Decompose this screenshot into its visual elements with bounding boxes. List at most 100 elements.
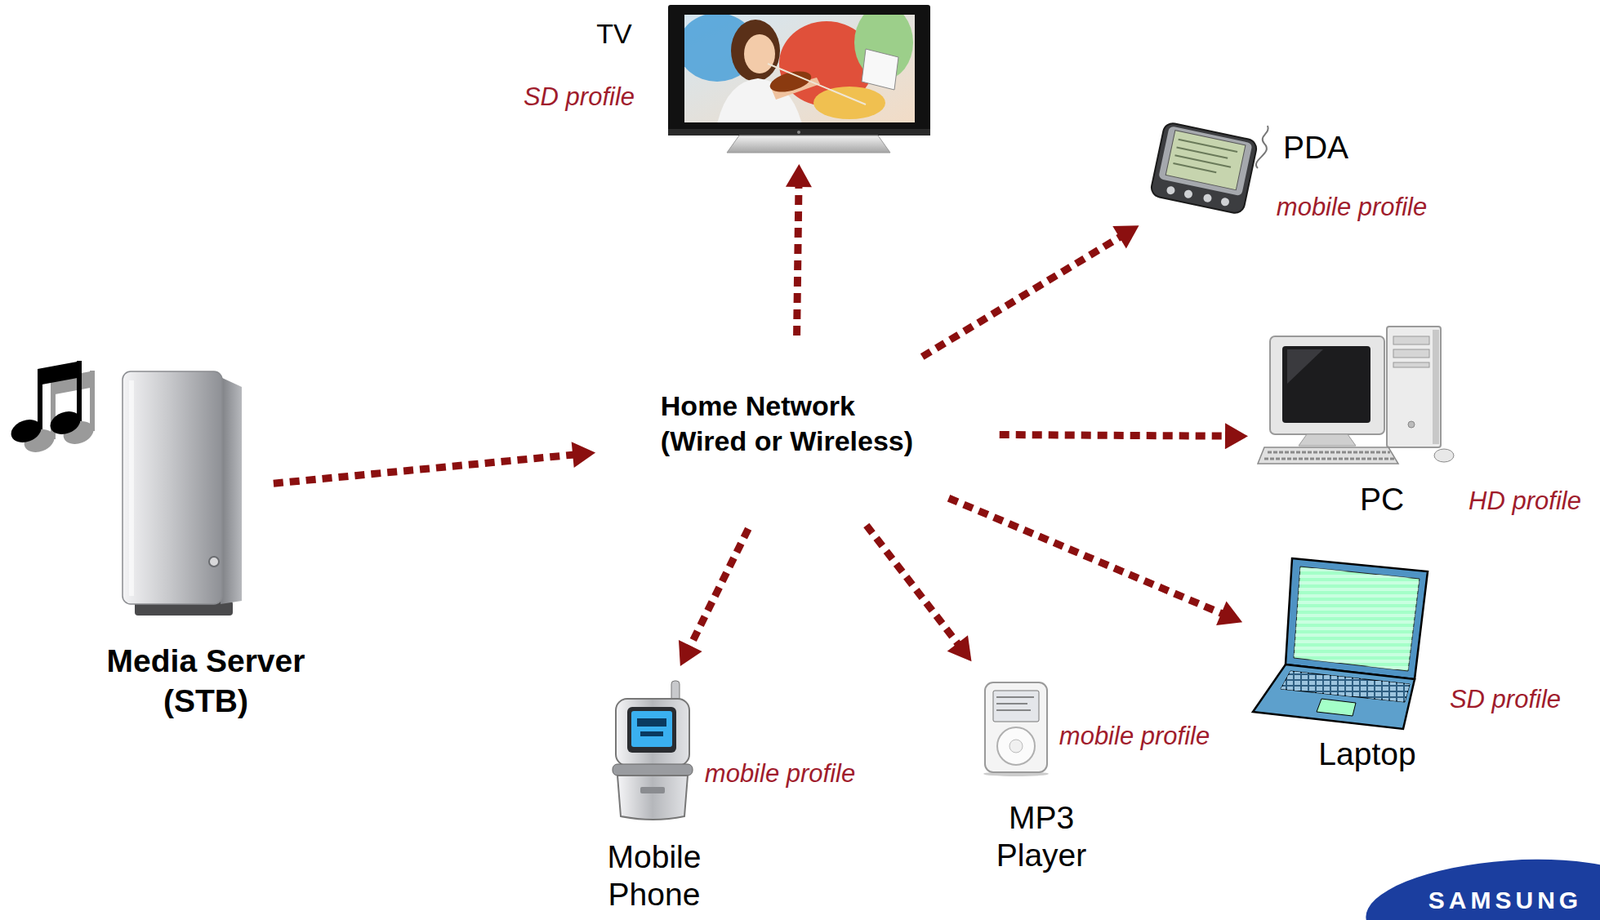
laptop-illustration-part bbox=[1285, 558, 1428, 680]
profile-label: mobile profile bbox=[704, 758, 856, 789]
device-name: PC bbox=[1359, 481, 1404, 520]
profile-label: HD profile bbox=[1468, 485, 1582, 517]
media-server-illustration-part bbox=[220, 377, 242, 605]
brand-logo-text: SAMSUNG bbox=[1428, 886, 1583, 916]
arrow-head bbox=[1112, 225, 1139, 249]
media-server-illustration-part bbox=[209, 557, 219, 567]
arrow-head bbox=[678, 640, 703, 667]
mobile-phone-illustration-part bbox=[612, 764, 693, 776]
mobile-phone-illustration-part bbox=[640, 731, 664, 737]
pda-illustration-part-part bbox=[1158, 125, 1253, 197]
laptop-illustration-part bbox=[1316, 699, 1356, 717]
home-network-cloud: Home Network (Wired or Wireless) bbox=[514, 270, 1077, 598]
dotted-line bbox=[797, 185, 799, 336]
pc-device: PCHD profile bbox=[1259, 326, 1454, 464]
text-holder: HD profile bbox=[1468, 485, 1582, 517]
laptop-illustration-part bbox=[1280, 671, 1410, 703]
media-server-node: Media Server (STB) bbox=[117, 367, 246, 618]
dotted-arrow bbox=[922, 225, 1139, 357]
device-name: MP3 Player bbox=[985, 799, 1098, 875]
text-holder: mobile profile bbox=[1276, 191, 1427, 223]
pc-illustration-part bbox=[1287, 349, 1324, 384]
tv-device: TVSD profile bbox=[668, 4, 931, 153]
mp3-player-illustration-part bbox=[993, 690, 1039, 723]
mobile-phone-illustration-part bbox=[617, 775, 688, 821]
text-holder: MP3 Player bbox=[985, 799, 1098, 875]
mp3-player-illustration-part bbox=[1009, 739, 1023, 754]
laptop-illustration-part bbox=[1293, 566, 1420, 672]
dotted-line bbox=[999, 434, 1227, 437]
dotted-line bbox=[689, 529, 749, 648]
tv-illustration-part bbox=[668, 129, 931, 136]
text-holder: TV bbox=[596, 17, 632, 51]
dotted-line bbox=[949, 498, 1224, 615]
pc-illustration-part bbox=[1393, 362, 1430, 368]
media-server-illustration-part bbox=[122, 371, 223, 605]
pc-illustration-part bbox=[1282, 346, 1371, 424]
laptop-illustration-part bbox=[1280, 671, 1410, 703]
arrow-head bbox=[1225, 423, 1248, 450]
pc-illustration-part bbox=[1393, 336, 1430, 345]
profile-label: SD profile bbox=[1449, 684, 1561, 715]
dotted-arrow bbox=[678, 529, 749, 667]
text-holder: Laptop bbox=[1318, 735, 1416, 775]
tv-illustration-part-part bbox=[813, 86, 886, 120]
music-note-icon-part bbox=[21, 370, 98, 457]
text-holder: mobile profile bbox=[1059, 721, 1210, 752]
laptop-illustration-part bbox=[1293, 566, 1420, 672]
pda-illustration-part bbox=[1149, 121, 1259, 215]
text-holder: Media Server (STB) bbox=[94, 641, 318, 723]
pda-illustration-part-part bbox=[1166, 185, 1177, 196]
tv-illustration-part-part bbox=[767, 67, 814, 97]
pc-illustration-part bbox=[1434, 449, 1454, 463]
arrow-head bbox=[947, 635, 972, 662]
pc-illustration-part bbox=[1393, 349, 1430, 358]
pc-illustration-part bbox=[1257, 447, 1399, 464]
profile-label: SD profile bbox=[523, 81, 635, 112]
pda-illustration-part-part bbox=[1220, 196, 1231, 207]
pc-illustration-part bbox=[1432, 329, 1440, 445]
music-note-icon-part-part bbox=[37, 361, 82, 386]
music-note-icon-part bbox=[8, 361, 85, 447]
dotted-line bbox=[273, 454, 575, 484]
pc-illustration-part bbox=[1267, 451, 1391, 455]
mobile-phone-illustration-part bbox=[631, 711, 673, 748]
samsung-logo-mark-part bbox=[1362, 851, 1600, 920]
pda-illustration-part-part bbox=[1183, 189, 1194, 200]
mp3-player-illustration-part bbox=[996, 696, 1034, 699]
media-server-illustration-part bbox=[129, 380, 134, 597]
tv-illustration-part bbox=[726, 135, 891, 153]
cloud-shadow bbox=[551, 286, 1054, 596]
laptop-illustration bbox=[1252, 558, 1428, 730]
pc-illustration-part bbox=[1264, 458, 1395, 461]
text-holder: mobile profile bbox=[704, 758, 856, 789]
mobile-phone-illustration-part bbox=[615, 699, 690, 767]
text-holder: PC bbox=[1359, 481, 1404, 520]
music-note-icon bbox=[8, 361, 98, 457]
device-name: TV bbox=[596, 17, 632, 51]
tv-illustration-part bbox=[797, 130, 801, 134]
device-name: Media Server (STB) bbox=[94, 641, 318, 723]
dotted-arrow bbox=[866, 525, 972, 663]
text-holder: SD profile bbox=[1449, 684, 1561, 715]
pda-illustration-part-part bbox=[1172, 163, 1217, 173]
dotted-arrow bbox=[785, 164, 812, 336]
mp3-player-illustration-part bbox=[984, 682, 1048, 773]
dotted-arrow bbox=[949, 498, 1244, 626]
pc-illustration bbox=[1257, 326, 1454, 464]
pc-illustration-part bbox=[1270, 336, 1385, 435]
samsung-logo-mark bbox=[1362, 851, 1600, 920]
device-name: Home Network (Wired or Wireless) bbox=[660, 388, 928, 459]
mp3-player-illustration-part bbox=[997, 727, 1035, 766]
mp3-player-illustration bbox=[983, 682, 1049, 777]
arrow-head bbox=[1216, 601, 1243, 626]
pc-illustration-part bbox=[1298, 434, 1356, 446]
mp3-player-illustration-part bbox=[996, 709, 1031, 712]
cloud-fill bbox=[543, 276, 1046, 586]
tv-illustration-part-part bbox=[730, 19, 780, 82]
dotted-line bbox=[922, 236, 1121, 357]
device-name: PDA bbox=[1283, 129, 1349, 168]
laptop-device: LaptopSD profile bbox=[1252, 558, 1428, 730]
device-name: Mobile Phone bbox=[598, 838, 711, 914]
